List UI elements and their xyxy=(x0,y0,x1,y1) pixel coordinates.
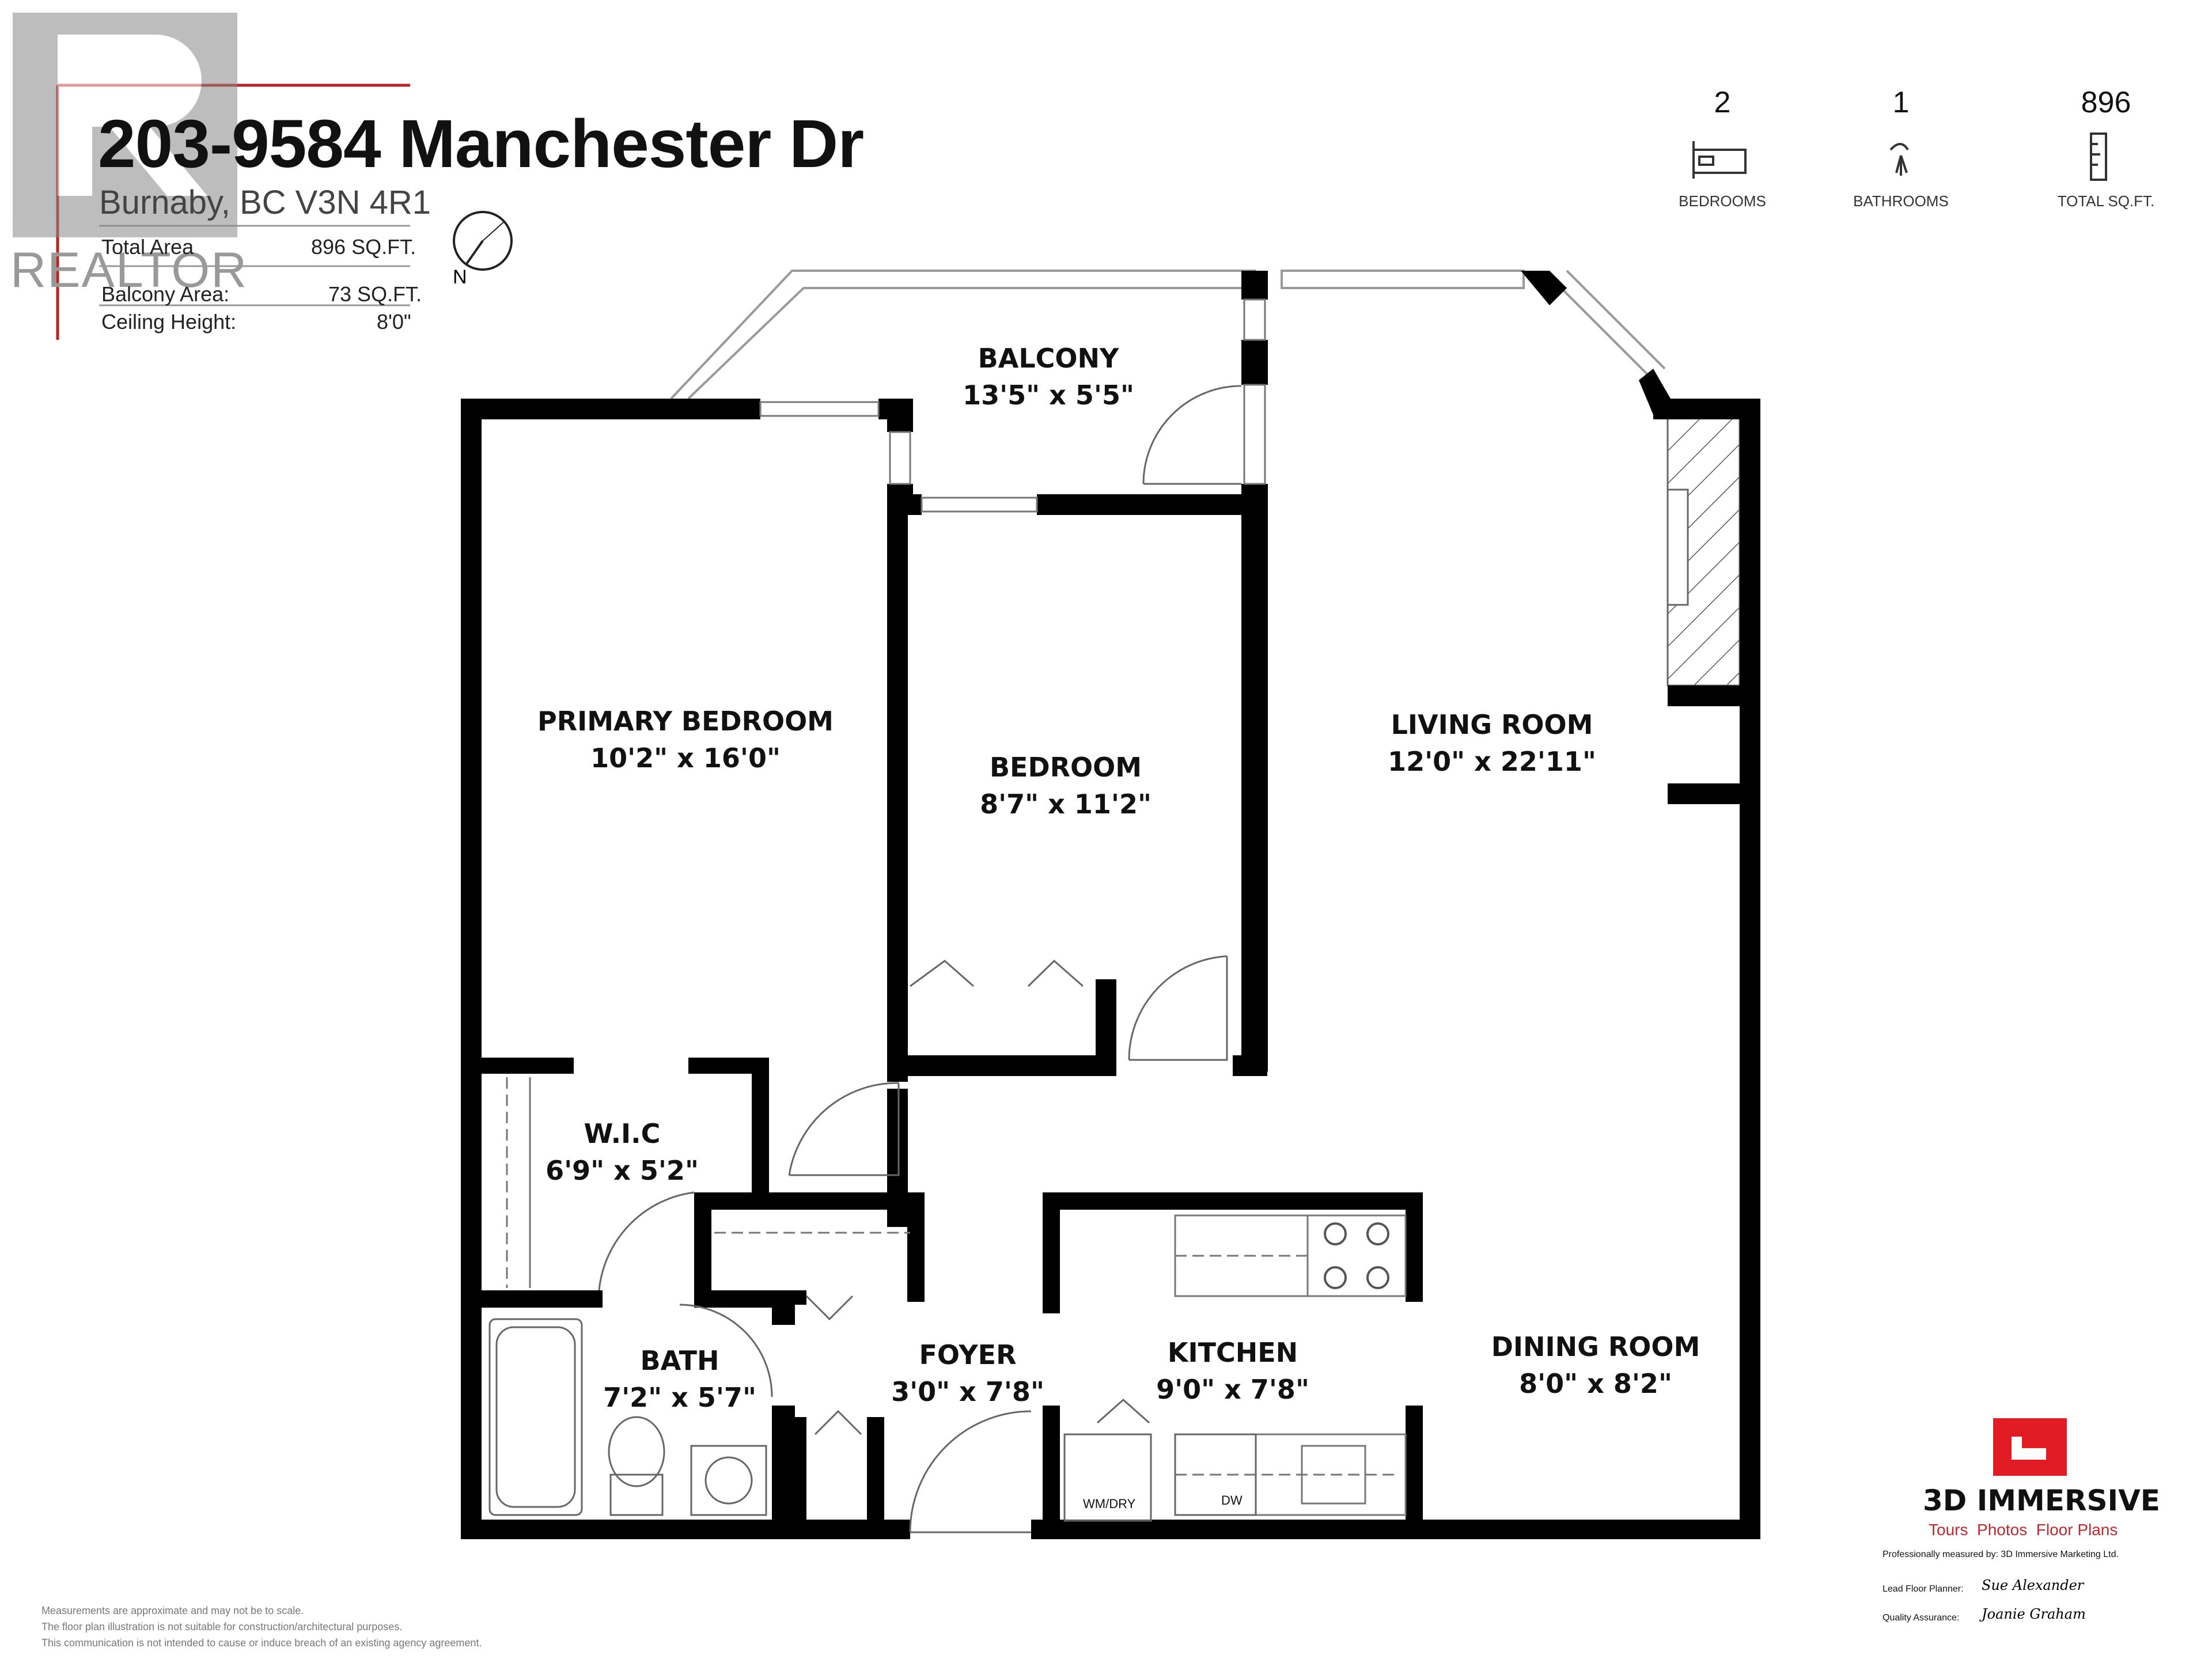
total-area-value: 896 SQ.FT. xyxy=(311,235,416,259)
compass-icon xyxy=(453,211,513,271)
realtor-watermark: REALTOR xyxy=(10,243,248,298)
lead-planner-label: Lead Floor Planner: xyxy=(1883,1584,1964,1594)
room-dims: 12'0" x 22'11" xyxy=(1388,746,1596,777)
lead-planner-signature: Sue Alexander xyxy=(1982,1577,2084,1593)
room-name: W.I.C xyxy=(584,1118,661,1149)
bedrooms-label: BEDROOMS xyxy=(1679,192,1766,210)
doors xyxy=(598,385,1242,1533)
shower-icon xyxy=(1889,143,1909,176)
bathrooms-label: BATHROOMS xyxy=(1853,192,1949,210)
room-bedroom: BEDROOM 8'7" x 11'2" xyxy=(945,749,1187,823)
dishwasher-label: DW xyxy=(1221,1493,1243,1508)
room-name: PRIMARY BEDROOM xyxy=(537,706,834,737)
balcony-area-label: Balcony Area: xyxy=(101,282,230,306)
room-name: LIVING ROOM xyxy=(1391,709,1593,740)
total-area-label: Total Area xyxy=(101,235,194,259)
room-dims: 10'2" x 16'0" xyxy=(590,743,781,774)
room-dims: 8'0" x 8'2" xyxy=(1519,1368,1672,1399)
property-address: Burnaby, BC V3N 4R1 xyxy=(99,184,431,221)
room-dining-room: DINING ROOM 8'0" x 8'2" xyxy=(1475,1328,1717,1402)
qa-signature: Joanie Graham xyxy=(1982,1606,2086,1622)
room-name: DINING ROOM xyxy=(1491,1331,1700,1362)
room-name: BEDROOM xyxy=(989,752,1142,783)
property-title: 203-9584 Manchester Dr xyxy=(98,106,864,182)
compass-label: N xyxy=(453,266,467,288)
room-wic: W.I.C 6'9" x 5'2" xyxy=(530,1115,714,1189)
room-name: FOYER xyxy=(919,1339,1017,1370)
brand-name: 3D IMMERSIVE xyxy=(1923,1484,2160,1517)
walls xyxy=(461,271,1760,1539)
disclaimer-line-2: The floor plan illustration is not suita… xyxy=(41,1621,403,1633)
bath-fixtures xyxy=(488,1318,767,1516)
ceiling-height-label: Ceiling Height: xyxy=(101,310,237,334)
room-foyer: FOYER 3'0" x 7'8" xyxy=(881,1336,1054,1410)
room-primary-bedroom: PRIMARY BEDROOM 10'2" x 16'0" xyxy=(507,703,864,777)
room-name: BALCONY xyxy=(978,343,1119,374)
room-dims: 8'7" x 11'2" xyxy=(980,789,1152,820)
room-living-room: LIVING ROOM 12'0" x 22'11" xyxy=(1342,706,1642,780)
room-dims: 7'2" x 5'7" xyxy=(603,1382,756,1413)
qa-label: Quality Assurance: xyxy=(1883,1613,1960,1623)
realtor-logo xyxy=(13,13,237,237)
windows xyxy=(759,298,1266,513)
total-sqft-label: TOTAL SQ.FT. xyxy=(2057,192,2155,210)
bathrooms-count: 1 xyxy=(1892,86,1910,119)
balcony-area-value: 73 SQ.FT. xyxy=(328,282,422,306)
room-kitchen: KITCHEN 9'0" x 7'8" xyxy=(1146,1334,1319,1408)
disclaimer-line-1: Measurements are approximate and may not… xyxy=(41,1605,304,1616)
room-balcony: BALCONY 13'5" x 5'5" xyxy=(927,340,1169,414)
room-bath: BATH 7'2" x 5'7" xyxy=(593,1342,766,1416)
measured-by: Professionally measured by: 3D Immersive… xyxy=(1883,1550,2119,1559)
bed-icon xyxy=(1692,141,1747,179)
ceiling-height-value: 8'0" xyxy=(377,310,411,334)
balcony-railing xyxy=(670,270,1666,400)
room-name: BATH xyxy=(640,1345,719,1376)
brand-tagline: Tours Photos Floor Plans xyxy=(1929,1521,2118,1539)
room-name: KITCHEN xyxy=(1167,1337,1298,1368)
room-dims: 13'5" x 5'5" xyxy=(963,380,1134,411)
room-dims: 3'0" x 7'8" xyxy=(891,1376,1044,1407)
room-dims: 6'9" x 5'2" xyxy=(546,1155,699,1186)
ruler-icon xyxy=(2090,132,2107,181)
bedrooms-count: 2 xyxy=(1714,86,1731,119)
3d-immersive-logo xyxy=(1993,1418,2067,1476)
stove-burners xyxy=(1324,1222,1389,1289)
washer-dryer-label: WM/DRY xyxy=(1083,1497,1136,1511)
total-sqft-value: 896 xyxy=(2081,86,2131,119)
disclaimer-line-3: This communication is not intended to ca… xyxy=(41,1637,482,1649)
room-dims: 9'0" x 7'8" xyxy=(1156,1374,1309,1405)
